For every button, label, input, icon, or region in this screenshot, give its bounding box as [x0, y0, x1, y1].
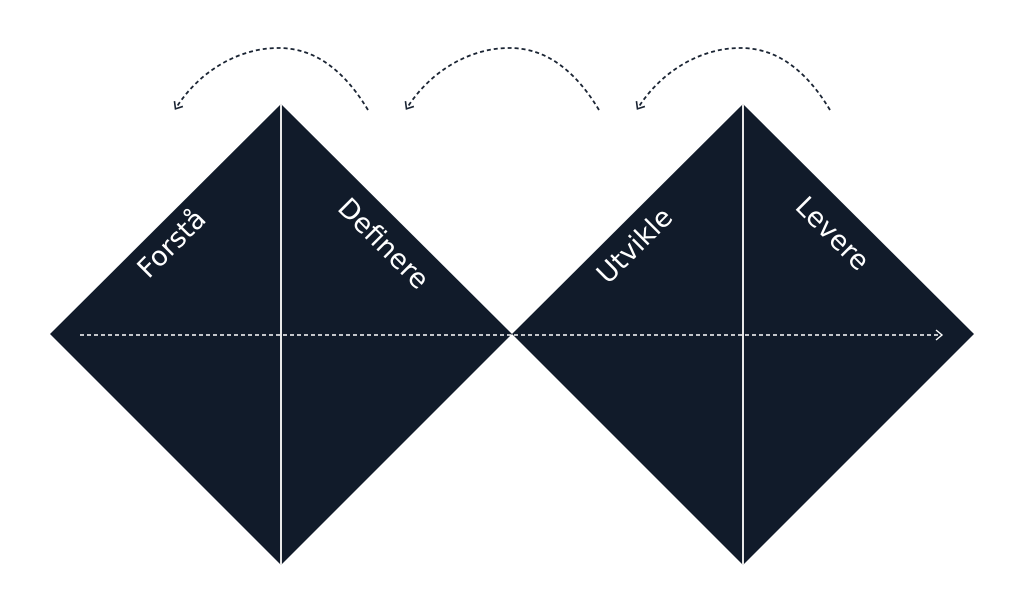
iteration-arrow-2: [404, 47, 600, 111]
iteration-arrow-3: [635, 47, 831, 111]
iteration-arrow-1: [173, 47, 369, 111]
